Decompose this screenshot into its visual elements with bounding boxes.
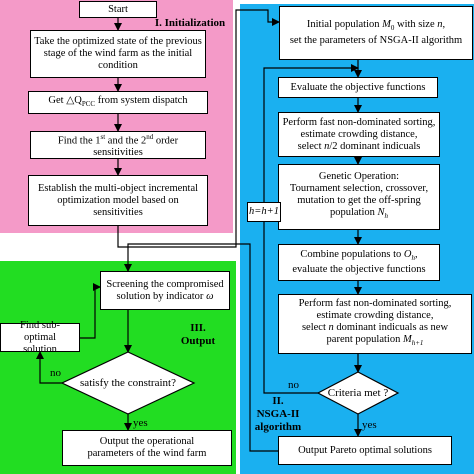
step1-box: Take the optimized state of the previous… [30,30,206,78]
step4-box: Establish the multi-object incremental o… [28,175,208,226]
final-output-box: Output the operational parameters of the… [62,430,232,466]
screening-line1: Screening the compromised [106,278,224,290]
genetic-box: Genetic Operation: Tournament selection,… [278,164,440,230]
step3-b: and the 2 [105,135,147,147]
step3-a: Find the 1 [57,135,101,147]
find-sub-line1: Find sub-optimal [20,319,60,343]
output-pareto-box: Output Pareto optimal solutions [278,436,452,465]
genetic-line4-sub: h [384,212,389,221]
constraint-diamond [60,351,196,415]
evaluate-box: Evaluate the objective functions [278,77,438,98]
criteria-diamond [316,371,400,415]
sort2-line3-n: n [328,322,334,334]
init-pop-line2: set the parameters of NSGA-II algorithm [289,34,463,46]
combine-box: Combine populations to Oh, evaluate the … [278,244,440,281]
combine-line1-o: O [403,248,412,260]
init-pop-m-sub: 0 [390,24,395,33]
output-title: III. Output [168,322,228,348]
sort2-line2: estimate crowding distance, [316,310,434,322]
sort1-line1: Perform fast non-dominated sorting, [282,116,436,128]
nsga-title: II. NSGA-II algorithm [246,395,310,434]
step2-prefix: Get △Q [48,94,82,106]
initialization-title: I. Initialization [154,17,226,29]
loop-line-upper [263,64,359,202]
step2-box: Get △QPCC from system dispatch [28,91,208,114]
combine-line1-sub: h [411,254,416,263]
genetic-line2: Tournament selection, crossover, [289,183,429,195]
init-pop-a: Initial population [306,19,383,31]
start-box: Start [79,1,157,18]
init-pop-n: n [437,19,443,31]
nsga-title-line1: II. [272,395,284,407]
init-pop-b: with size [394,19,438,31]
constraint-label: satisfy the constraint? [80,377,176,389]
init-pop-m: M [382,19,391,31]
step3-c: order sensitivities [93,135,179,159]
loop-line-lower [263,222,318,394]
arrow-findsub-screening [80,283,101,339]
sort1-line3-n: n [324,140,330,152]
step3-sup2: nd [146,132,154,141]
screening-line2-w: ω [206,290,214,302]
sort1-box: Perform fast non-dominated sorting, esti… [278,112,440,157]
sort2-line4-sub: h+1 [411,339,424,348]
constraint-no-label: no [50,367,61,379]
increment-box: h=h+1 [247,202,281,222]
sort2-line4-m: M [402,334,412,346]
output-title-line2: Output [180,335,216,347]
genetic-line1: Genetic Operation: [318,171,400,183]
sort2-line4-a: parent population [326,334,403,346]
find-suboptimal-box: Find sub-optimal solution [0,319,80,355]
sort1-line3-a: select [297,140,325,152]
nsga-title-line3: algorithm [254,421,302,433]
pareto-to-output-part1 [127,243,278,452]
genetic-line4-a: population [329,207,378,219]
criteria-no-label: no [288,379,299,391]
final-line1: Output the operational [99,436,195,447]
step2-sub: PCC [81,100,96,109]
constraint-yes-label: yes [133,417,148,429]
sort2-box: Perform fast non-dominated sorting, esti… [278,294,472,354]
sort1-line2: estimate crowding distance, [300,128,418,140]
arrow-init-to-nsga [117,9,280,248]
combine-line1-a: Combine populations to [300,248,404,260]
screening-line2-a: solution by indicator [116,290,207,302]
sort2-line1: Perform fast non-dominated sorting, [298,298,452,310]
sort2-line3-a: select [301,322,329,334]
sort1-line3-b: /2 dominant indicuals [329,140,421,152]
sort2-line3-b: dominant indicuals as new [333,322,449,334]
combine-line1-b: , [415,248,418,260]
final-line2: parameters of the wind farm [87,448,207,459]
initial-population-box: Initial population M0 with size n, set t… [279,6,473,60]
screening-box: Screening the compromised solution by in… [100,271,230,310]
step3-box: Find the 1st and the 2nd order sensitivi… [30,131,206,159]
step2-suffix: from system dispatch [95,94,188,106]
criteria-label: Criteria met ? [327,387,389,399]
arrow-constraint-no [36,351,62,384]
nsga-title-line2: NSGA-II [256,408,300,420]
find-sub-line2: solution [23,343,57,355]
init-pop-c: , [442,19,446,31]
step3-sup1: st [100,132,106,141]
output-title-line1: III. [190,322,206,334]
genetic-line4-n: N [377,207,385,219]
combine-line2: evaluate the objective functions [292,264,426,276]
genetic-line3: mutation to get the off-spring [297,195,421,207]
criteria-yes-label: yes [362,419,377,431]
